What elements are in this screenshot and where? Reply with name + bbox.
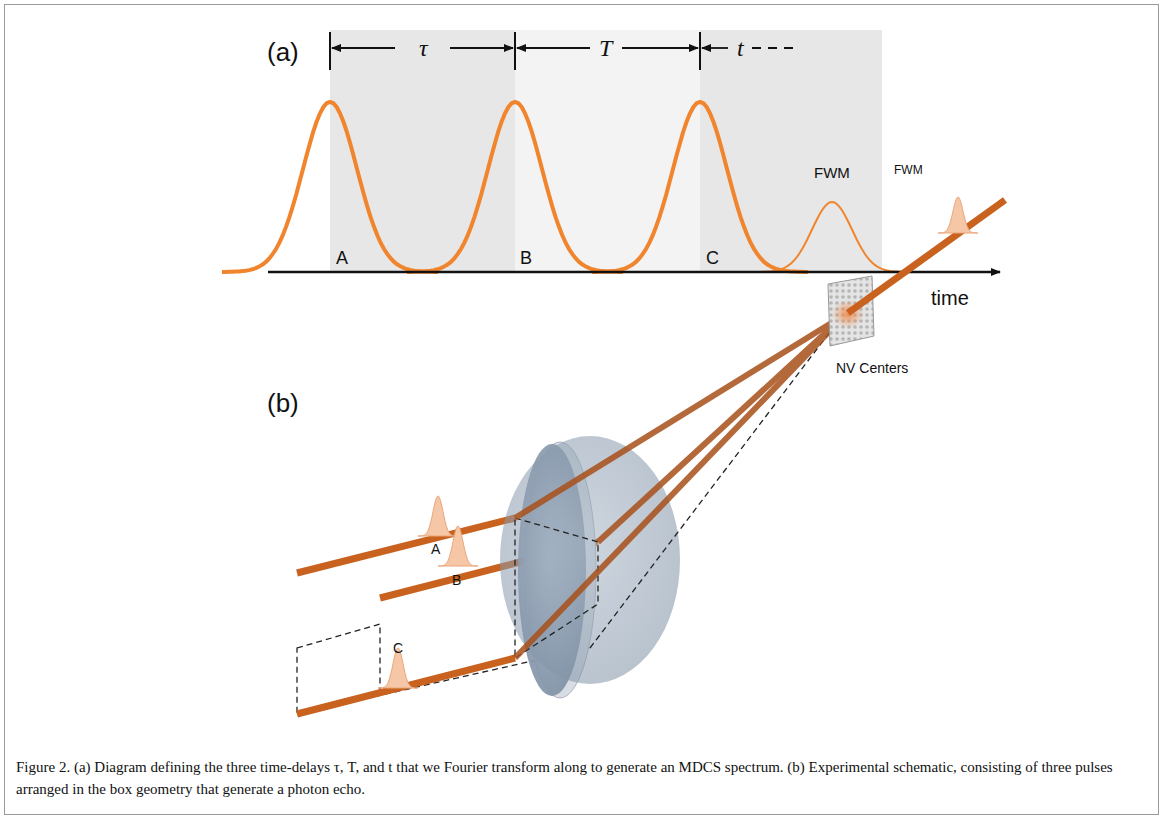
pulse-letter: B <box>520 248 532 269</box>
pulse <box>407 102 623 272</box>
pulse-letter: C <box>706 248 719 269</box>
beam-pulse <box>938 197 978 233</box>
signal-label: FWM <box>814 164 850 181</box>
pulse <box>222 102 438 272</box>
beam-pulses <box>378 197 978 688</box>
panel-letter: (b) <box>267 388 299 419</box>
beam-letter: A <box>431 541 440 557</box>
pulse <box>592 102 808 272</box>
beam-pulse <box>438 526 478 566</box>
beams-focused <box>515 314 846 658</box>
beam-pulse <box>418 496 458 536</box>
delay-symbol: τ <box>419 35 428 62</box>
signal-label: FWM <box>894 163 923 177</box>
beam-letter: B <box>452 572 461 588</box>
pulse-train <box>222 102 912 272</box>
pulse <box>752 202 912 272</box>
panel-letter: (a) <box>267 37 299 68</box>
delay-arrows <box>332 47 800 49</box>
figure-caption: Figure 2. (a) Diagram defining the three… <box>16 757 1148 801</box>
time-axis <box>268 271 1000 274</box>
delay-symbol: T <box>599 35 612 62</box>
fwm-beam <box>848 200 1005 313</box>
pulse-letter: A <box>336 248 348 269</box>
beam-letter: C <box>393 640 403 656</box>
sample-label: NV Centers <box>836 360 908 376</box>
delay-shade <box>515 30 700 272</box>
delay-ticks <box>330 32 700 70</box>
delay-symbol: t <box>737 35 744 62</box>
delay-shade <box>330 30 515 272</box>
axis-label: time <box>931 287 969 310</box>
